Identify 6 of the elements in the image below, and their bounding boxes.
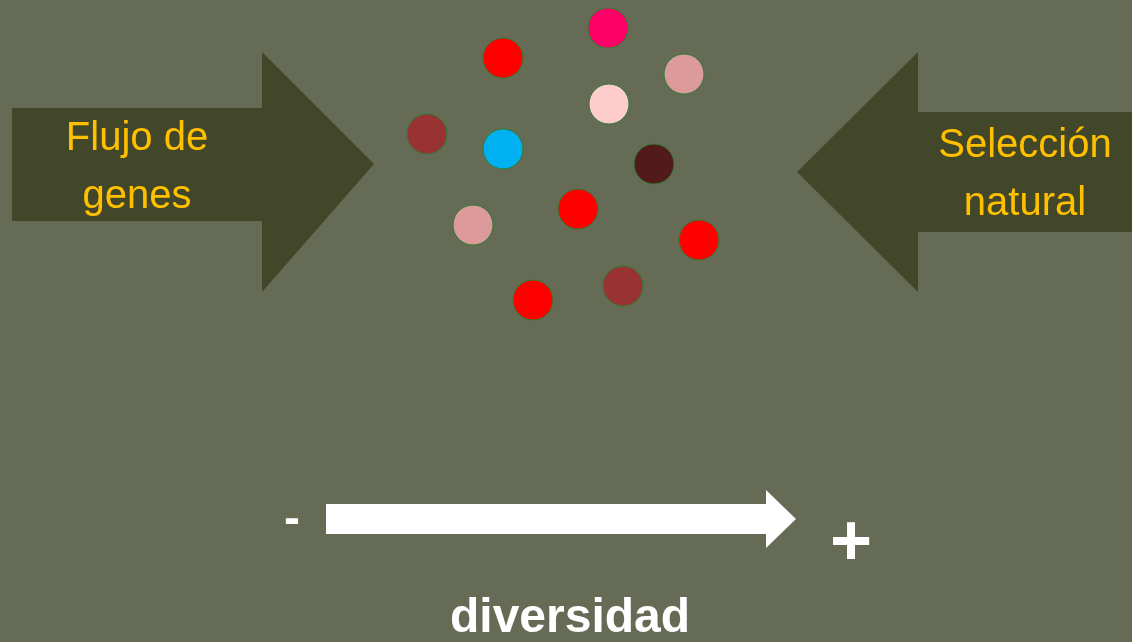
scale-sign: -: [284, 490, 300, 545]
arrow-label: Selección natural: [937, 120, 1113, 225]
arrow-label: Flujo de genes: [64, 112, 210, 218]
scale-sign: +: [829, 499, 872, 581]
arrow: [326, 490, 796, 548]
axis-label: diversidad: [450, 588, 691, 642]
